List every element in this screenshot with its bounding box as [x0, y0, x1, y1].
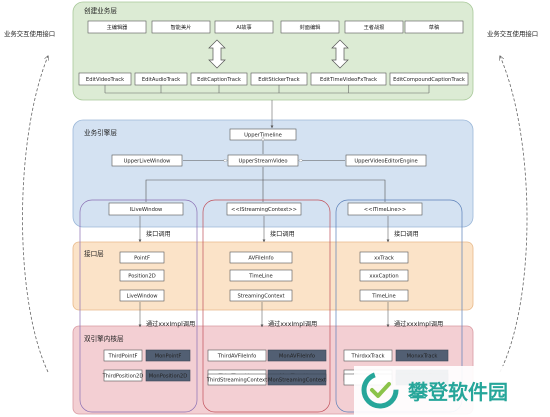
interface-box	[359, 269, 409, 282]
track-label: EditCaptionTrack	[197, 77, 241, 83]
interface-box-grid: PointF Position2D LiveWindow AVFileInfoTime…	[119, 251, 409, 302]
upper-live-window-box	[111, 154, 183, 167]
mon-engine-label: MonPointF	[155, 354, 182, 360]
track-label: EditTimeVideoFxTrack	[320, 77, 377, 83]
interface-box	[229, 289, 293, 302]
mon-engine-box	[267, 349, 327, 362]
call-label: 接口调用	[394, 230, 419, 238]
column-outline-middle	[202, 199, 331, 413]
impl-label-row: 通过xxxImpl调用 通过xxxImpl调用 通过xxxImpl调用	[138, 302, 443, 328]
watermark-logo-icon	[361, 371, 399, 409]
create-layer-title: 创建业务层	[84, 6, 117, 15]
engine-interface-box	[347, 202, 423, 216]
interface-box	[229, 251, 293, 264]
third-engine-box	[103, 369, 143, 382]
mon-engine-label: MonPosition2D	[149, 374, 187, 380]
watermark-text: 攀登软件园	[407, 380, 508, 404]
module-box	[87, 20, 147, 34]
interface-label: TimeLine	[371, 294, 396, 300]
interface-label: xxxCaption	[369, 274, 398, 280]
engine-interface-label: <<ITimeLine>>	[364, 207, 406, 213]
module-label: 封面编辑	[300, 23, 321, 31]
interface-label: PointF	[134, 256, 150, 262]
upper-video-editor-engine-label: UpperVideoEditorEngine	[354, 159, 417, 165]
module-label: 主编辑器	[107, 23, 129, 31]
mon-engine-label: MonAVFileInfo	[279, 354, 315, 360]
mon-engine-box	[395, 349, 449, 362]
interface-layer-title: 接口层	[84, 249, 104, 258]
impl-label: 通过xxxImpl调用	[394, 320, 443, 328]
upper-video-editor-engine-box	[345, 154, 427, 167]
interface-box	[119, 289, 165, 302]
third-engine-box	[343, 349, 393, 362]
interface-label: Position2D	[128, 274, 156, 280]
engine-layer-title: 业务引擎层	[84, 128, 117, 137]
third-engine-box	[207, 373, 267, 386]
third-engine-label: ThirdPosition2D	[102, 374, 144, 380]
track-label: EditVideoTrack	[86, 77, 124, 83]
call-label: 接口调用	[146, 230, 171, 238]
mon-engine-box	[267, 373, 327, 386]
column-outline-left	[79, 199, 198, 413]
third-engine-label: ThirdStreamingContext	[206, 378, 267, 384]
upper-live-window-label: UpperLiveWindow	[124, 159, 172, 165]
engine-interface-row: ILiveWindow <<IStreamingContext>> <<ITimeL…	[108, 202, 423, 216]
mon-engine-label: MonStreamingContext	[268, 378, 326, 384]
third-engine-box	[103, 349, 143, 362]
create-layer-bg	[72, 1, 474, 101]
track-label: EditCompoundCaptionTrack	[393, 77, 465, 83]
interface-label: AVFileInfo	[248, 256, 273, 262]
engine-interface-box	[108, 202, 184, 216]
module-label: AI故事	[236, 23, 251, 31]
interface-label: StreamingContext	[237, 294, 284, 300]
impl-label: 通过xxxImpl调用	[146, 320, 195, 328]
module-box	[280, 20, 340, 34]
dual-engine-layer-title: 双引擎内核层	[84, 334, 124, 343]
left-side-label: 业务交互使用接口	[4, 29, 55, 38]
third-engine-label: ThirdAVFileInfo	[217, 354, 257, 360]
mon-engine-box	[145, 369, 191, 382]
call-label-row: 接口调用 接口调用 接口调用	[138, 216, 419, 243]
mon-engine-box	[145, 349, 191, 362]
watermark: 攀登软件园	[354, 366, 550, 417]
third-engine-label: ThirdxxTrack	[351, 354, 385, 360]
module-row: 主编辑器 智能美片 AI故事 封面编辑 王者战报 草稿	[87, 20, 464, 34]
upper-stream-video-box	[227, 154, 299, 167]
mon-engine-label: MonxxTrack	[407, 354, 438, 360]
left-interaction-arrow	[22, 56, 49, 373]
track-label: EditStickerTrack	[258, 77, 299, 83]
interface-label: LiveWindow	[126, 294, 158, 300]
engine-interface-label: <<IStreamingContext>>	[231, 207, 297, 213]
module-label: 草稿	[429, 23, 439, 31]
interface-box	[119, 269, 165, 282]
engine-connectors	[145, 141, 386, 202]
module-box	[214, 20, 274, 34]
module-box	[151, 20, 211, 34]
module-label: 智能美片	[171, 23, 192, 31]
interface-box	[359, 289, 409, 302]
third-engine-box	[207, 349, 267, 362]
double-arrow-left	[208, 39, 226, 69]
call-label: 接口调用	[270, 230, 295, 238]
right-interaction-arrow	[500, 56, 528, 373]
engine-interface-box	[226, 202, 302, 216]
engine-interface-label: ILiveWindow	[130, 207, 163, 213]
right-side-label: 业务交互使用接口	[487, 29, 538, 38]
module-label: 王者战报	[364, 23, 385, 31]
module-box	[344, 20, 404, 34]
third-engine-label: ThirdPointF	[107, 354, 137, 360]
track-label: EditAudioTrack	[142, 77, 180, 83]
upper-timeline-label: UpperTimeline	[244, 133, 282, 139]
upper-stream-video-label: UpperStreamVideo	[238, 159, 287, 165]
track-row: EditVideoTrack EditAudioTrack EditCaptionT…	[78, 72, 469, 94]
impl-label: 通过xxxImpl调用	[268, 320, 317, 328]
module-box	[404, 20, 464, 34]
interface-label: xxTrack	[374, 256, 394, 262]
interface-box	[119, 251, 165, 264]
interface-label: TimeLine	[248, 274, 273, 280]
interface-box	[229, 269, 293, 282]
double-arrow-right	[331, 39, 349, 69]
interface-box	[359, 251, 409, 264]
